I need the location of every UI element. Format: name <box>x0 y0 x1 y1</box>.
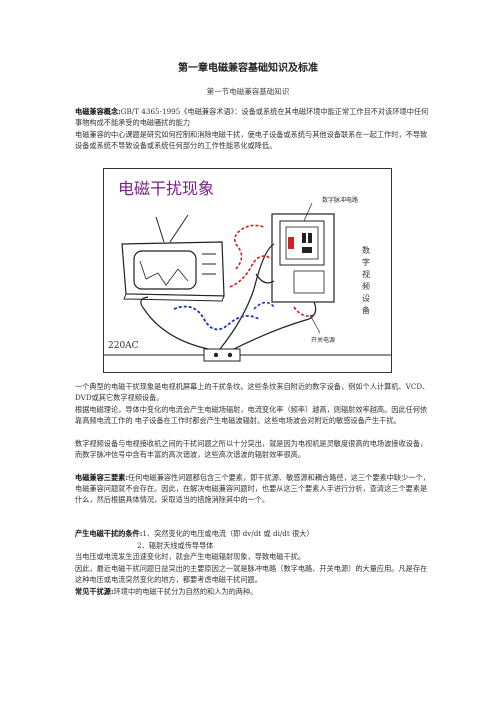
ac-220-label: 220AC <box>108 341 139 351</box>
tv-icon <box>121 214 225 302</box>
paragraph-rapid-change: 当电压或电流发生迅速变化时，就会产生电磁辐射现象，导致电磁干扰。 <box>75 552 306 561</box>
power-plug-icon <box>203 348 241 362</box>
paragraph-emc-core: 电磁兼容的中心课题是研究如何控制和消除电磁干扰，使电子设备或系统与其他设备联系在… <box>75 130 428 151</box>
term-text: 任何电磁兼容性问题都包含三个要素，即干扰源、敏感源和耦合路径，这三个要素中缺少一… <box>75 473 430 505</box>
term-label: 电磁兼容概念: <box>75 107 121 116</box>
paragraph-common-sources: 常见干扰源:环境中的电磁干扰分为自然的和人为的两种。 <box>75 586 431 597</box>
section-title: 第一节电磁兼容基础知识 <box>206 87 290 96</box>
paragraph-tv-interference: 数字视频设备与电视接收机之间的干扰问题之所以十分突出，就是因为电视机是灵敏度很高… <box>75 439 428 460</box>
paragraph-condition-2: 2、辐射天线或传导导体 <box>137 541 214 550</box>
emi-diagram <box>104 202 391 362</box>
term-text: 环境中的电磁干扰分为自然的和人为的两种。 <box>113 587 258 596</box>
term-text: GB/T 4365-1995《电磁兼容术语》：设备或系统在其电磁环境中能正常工作… <box>75 107 429 128</box>
term-text: 1、突然变化的电压或电流（即 dv/dt 或 di/dt 很大） <box>142 529 314 538</box>
digital-pulse-label: 数字脉冲电路 <box>322 197 359 204</box>
term-label: 电磁兼容三要素: <box>75 473 128 482</box>
figure-title: 电磁干扰现象 <box>118 179 215 198</box>
paragraph-pulse-circuits: 因此，最近电磁干扰问题日益突出的主要原因之一就是脉冲电路（数字电路、开关电源）的… <box>75 564 428 585</box>
emi-figure: 电磁干扰现象 <box>103 168 392 373</box>
paragraph-three-elements: 电磁兼容三要素:任何电磁兼容性问题都包含三个要素，即干扰源、敏感源和耦合路径，这… <box>75 472 431 506</box>
paragraph-conditions: 产生电磁干扰的条件:1、突然变化的电压或电流（即 dv/dt 或 di/dt 很… <box>75 528 431 539</box>
term-label: 常见干扰源: <box>75 587 114 596</box>
chapter-title: 第一章电磁兼容基础知识及标准 <box>178 63 318 74</box>
digital-video-label: 数字视频设备 <box>362 246 370 315</box>
term-label: 产生电磁干扰的条件: <box>75 529 143 538</box>
switch-power-label: 开关电源 <box>311 337 336 344</box>
paragraph-em-theory: 根据电磁理论，导体中变化的电流会产生电磁场辐射，电流变化率（频率）越高，则辐射效… <box>75 405 428 426</box>
digital-device-icon <box>255 213 335 303</box>
paragraph-typical-emi: 一个典型的电磁干扰现象是电视机屏幕上的干扰条纹。这些条纹来自附近的数字设备，例如… <box>75 382 430 403</box>
paragraph-emc-concept: 电磁兼容概念:GB/T 4365-1995《电磁兼容术语》：设备或系统在其电磁环… <box>75 106 431 128</box>
